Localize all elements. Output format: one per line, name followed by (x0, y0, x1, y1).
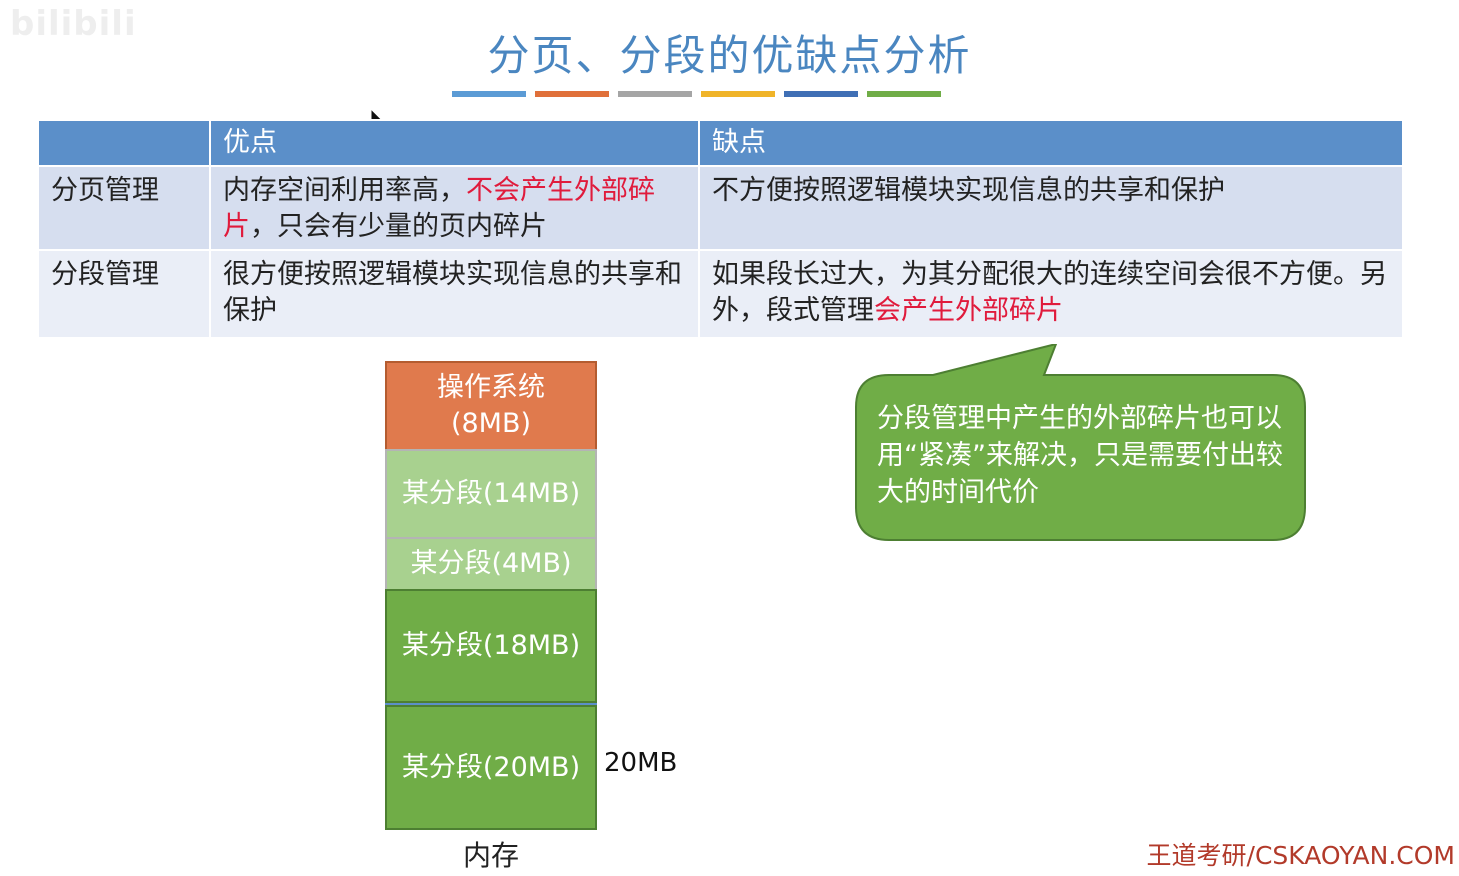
callout-shape (855, 344, 1306, 541)
color-segment-1 (452, 91, 526, 97)
memory-block-seg18: 某分段(18MB) (385, 589, 597, 703)
footer-brand: 王道考研/CSKAOYAN.COM (1146, 841, 1455, 870)
block-label: 某分段(18MB) (401, 630, 581, 661)
table-row-paging: 分页管理 内存空间利用率高，不会产生外部碎片，只会有少量的页内碎片 不方便按照逻… (37, 165, 1404, 251)
cons-cell: 不方便按照逻辑模块实现信息的共享和保护 (698, 165, 1404, 251)
memory-diagram: 操作系统 (8MB) 某分段(14MB) 某分段(4MB) 某分段(18MB) … (385, 361, 597, 830)
color-segment-6 (867, 91, 941, 97)
color-segment-2 (535, 91, 609, 97)
callout-text: 分段管理中产生的外部碎片也可以用“紧凑”来解决，只是需要付出较大的时间代价 (877, 403, 1283, 508)
memory-block-seg4: 某分段(4MB) (385, 537, 597, 591)
color-segment-4 (701, 91, 775, 97)
block-size: (8MB) (450, 408, 532, 439)
title-color-bar (452, 91, 941, 97)
table-header-row: 优点 缺点 (37, 119, 1404, 167)
block-label: 某分段(20MB) (401, 751, 581, 783)
memory-caption: 内存 (462, 839, 519, 872)
pros-cell: 内存空间利用率高，不会产生外部碎片，只会有少量的页内碎片 (209, 165, 700, 251)
table-row-segmentation: 分段管理 很方便按照逻辑模块实现信息的共享和保护 如果段长过大，为其分配很大的连… (37, 249, 1404, 339)
block-label: 某分段(4MB) (410, 548, 572, 579)
header-cons: 缺点 (698, 119, 1404, 167)
page-title: 分页、分段的优缺点分析 (487, 31, 972, 80)
color-segment-5 (784, 91, 858, 97)
header-empty (37, 119, 211, 167)
watermark-logo: bilibili (10, 4, 137, 44)
pros-cell: 很方便按照逻辑模块实现信息的共享和保护 (209, 249, 700, 339)
cons-cell: 如果段长过大，为其分配很大的连续空间会很不方便。另外，段式管理会产生外部碎片 (698, 249, 1404, 339)
memory-block-seg14: 某分段(14MB) (385, 449, 597, 539)
block-label: 操作系统 (437, 372, 545, 403)
callout-bubble: 分段管理中产生的外部碎片也可以用“紧凑”来解决，只是需要付出较大的时间代价 (855, 344, 1307, 542)
memory-block-os: 操作系统 (8MB) (385, 361, 597, 451)
block-label: 某分段(14MB) (401, 478, 581, 509)
row-label: 分页管理 (37, 165, 211, 251)
color-segment-3 (618, 91, 692, 97)
free-size-label: 20MB (604, 748, 678, 778)
row-label: 分段管理 (37, 249, 211, 339)
header-pros: 优点 (209, 119, 700, 167)
memory-block-seg20: 某分段(20MB) (385, 705, 597, 830)
comparison-table: 优点 缺点 分页管理 内存空间利用率高，不会产生外部碎片，只会有少量的页内碎片 … (37, 119, 1404, 339)
